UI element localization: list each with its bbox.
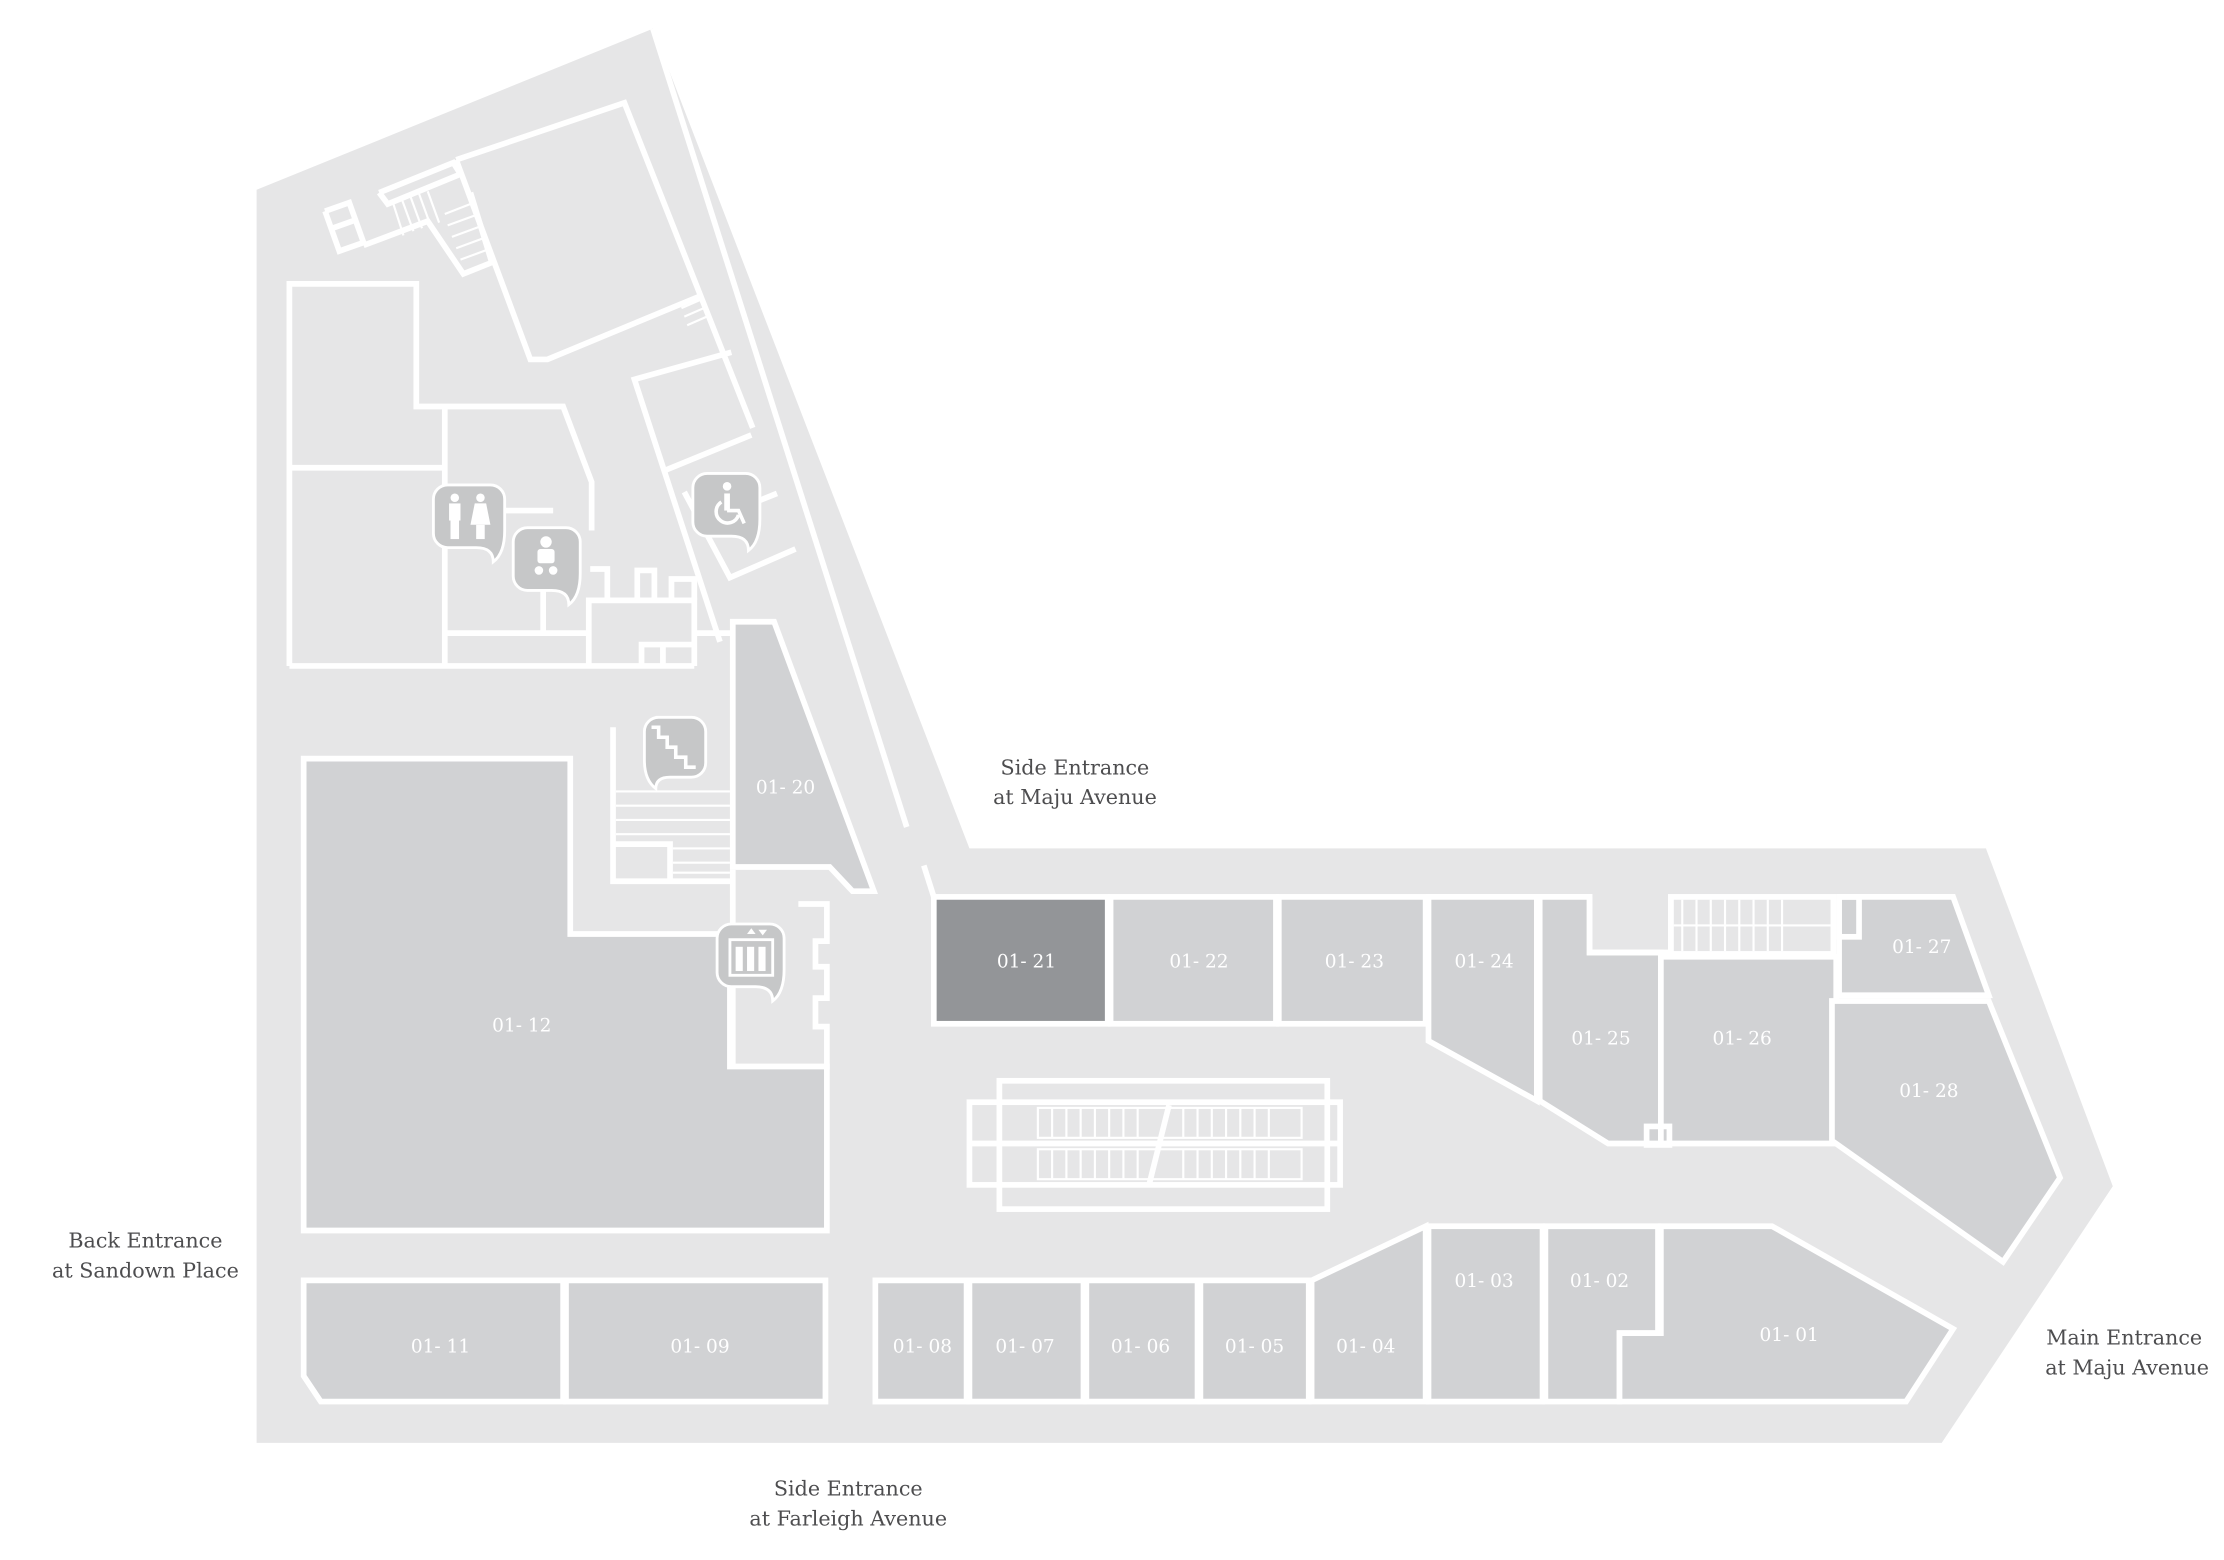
entrance-side-maju-line2: at Maju Avenue [993,785,1157,809]
entrance-side-maju: Side Entrance at Maju Avenue [993,755,1157,809]
unit-01-03[interactable] [1425,1223,1546,1405]
unit-01-07[interactable] [966,1277,1087,1405]
label-01-03: 01- 03 [1454,1271,1513,1292]
unit-01-01[interactable] [1616,1223,1958,1405]
stairs-icon[interactable] [642,715,708,792]
unit-01-28[interactable] [1829,998,2064,1266]
unit-labels: 01- 12 01- 20 01- 21 01- 22 01- 23 01- 2… [411,778,1959,1358]
unit-01-23[interactable] [1275,894,1429,1027]
label-01-26: 01- 26 [1713,1028,1772,1049]
entrance-back-sandown: Back Entrance at Sandown Place [52,1229,239,1283]
unit-01-12[interactable] [300,755,830,1234]
entrance-side-farleigh-line1: Side Entrance [774,1477,923,1501]
label-01-20: 01- 20 [756,778,815,799]
baby-changing-icon[interactable] [511,526,582,608]
label-01-12: 01- 12 [492,1016,551,1037]
label-01-28: 01- 28 [1899,1081,1958,1102]
label-01-01: 01- 01 [1760,1325,1819,1346]
label-01-21: 01- 21 [997,951,1056,972]
unit-01-21[interactable] [930,894,1111,1027]
service-walls [286,27,937,1301]
entrance-side-maju-line1: Side Entrance [1001,755,1150,779]
shop-units [300,618,2064,1405]
unit-01-26[interactable] [1658,953,1840,1147]
label-01-08: 01- 08 [893,1336,952,1357]
entrance-main-maju-line2: at Maju Avenue [2045,1355,2209,1379]
toilets-icon[interactable] [431,483,507,565]
unit-01-06[interactable] [1083,1277,1201,1405]
label-01-23: 01- 23 [1325,951,1384,972]
label-01-22: 01- 22 [1169,951,1228,972]
lift-icon[interactable] [715,922,786,1004]
label-01-11: 01- 11 [411,1336,470,1357]
label-01-06: 01- 06 [1111,1336,1170,1357]
entrance-side-farleigh-line2: at Farleigh Avenue [749,1507,947,1531]
label-01-25: 01- 25 [1571,1028,1630,1049]
entrance-side-farleigh: Side Entrance at Farleigh Avenue [749,1477,947,1531]
unit-01-20[interactable] [729,618,879,895]
entrance-main-maju-line1: Main Entrance [2046,1326,2202,1350]
label-01-07: 01- 07 [995,1336,1054,1357]
label-01-27: 01- 27 [1892,937,1951,958]
label-01-09: 01- 09 [670,1336,729,1357]
unit-01-08[interactable] [872,1277,970,1405]
accessible-toilet-icon[interactable] [691,472,762,554]
entrance-back-sandown-line2: at Sandown Place [52,1259,239,1283]
label-01-02: 01- 02 [1570,1271,1629,1292]
unit-01-27[interactable] [1836,894,1993,999]
label-01-24: 01- 24 [1454,951,1513,972]
label-01-05: 01- 05 [1225,1336,1284,1357]
unit-01-09[interactable] [563,1277,829,1405]
unit-01-11[interactable] [300,1277,566,1405]
entrance-back-sandown-line1: Back Entrance [68,1229,222,1253]
unit-01-22[interactable] [1107,894,1279,1027]
label-01-04: 01- 04 [1336,1336,1395,1357]
entrance-main-maju: Main Entrance at Maju Avenue [2045,1326,2209,1380]
escalators [966,1077,1343,1212]
